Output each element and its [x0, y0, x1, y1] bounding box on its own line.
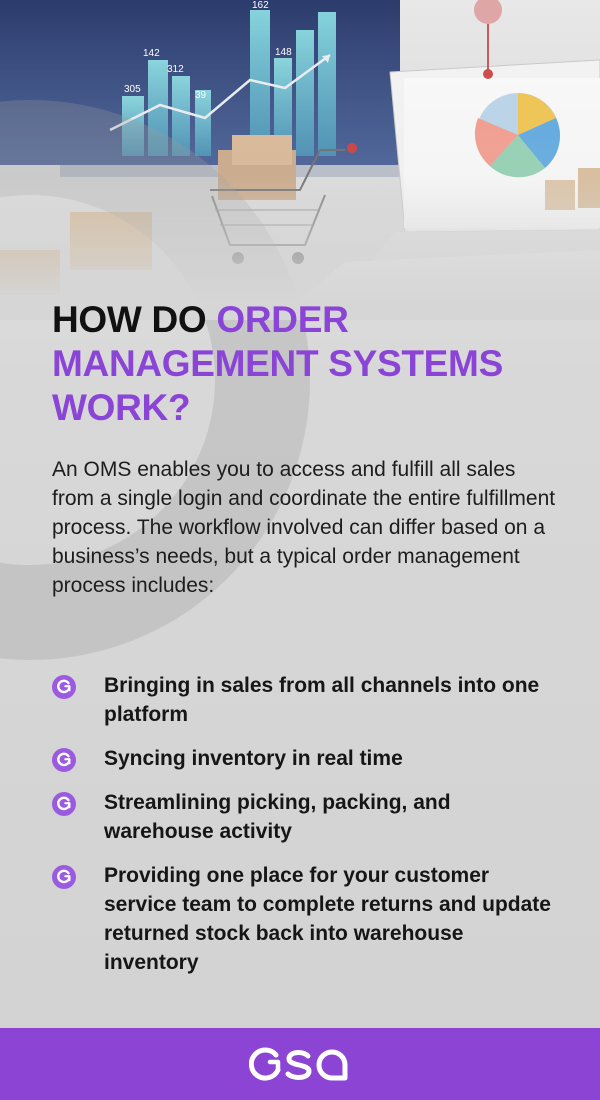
page-title: HOW DO ORDER MANAGEMENT SYSTEMS WORK?: [52, 298, 562, 430]
list-item: Bringing in sales from all channels into…: [52, 671, 562, 729]
list-item: Providing one place for your customer se…: [52, 861, 562, 977]
title-prefix: HOW DO: [52, 299, 217, 340]
list-item: Syncing inventory in real time: [52, 744, 562, 773]
title-accent: ORDER MANAGEMENT SYSTEMS WORK?: [52, 299, 503, 428]
hero-fade: [0, 0, 600, 320]
brand-mark-icon: [52, 748, 76, 772]
osa-logo: [249, 1047, 348, 1081]
list-item: Streamlining picking, packing, and wareh…: [52, 788, 562, 846]
list-item-text: Providing one place for your customer se…: [104, 864, 551, 974]
list-item-text: Streamlining picking, packing, and wareh…: [104, 791, 451, 843]
footer-bar: [0, 1028, 600, 1100]
list-item-text: Syncing inventory in real time: [104, 747, 403, 770]
intro-paragraph: An OMS enables you to access and fulfill…: [52, 458, 556, 597]
brand-mark-icon: [52, 675, 76, 699]
process-list: Bringing in sales from all channels into…: [52, 671, 562, 992]
brand-mark-icon: [52, 865, 76, 889]
list-item-text: Bringing in sales from all channels into…: [104, 674, 540, 726]
brand-mark-icon: [52, 792, 76, 816]
